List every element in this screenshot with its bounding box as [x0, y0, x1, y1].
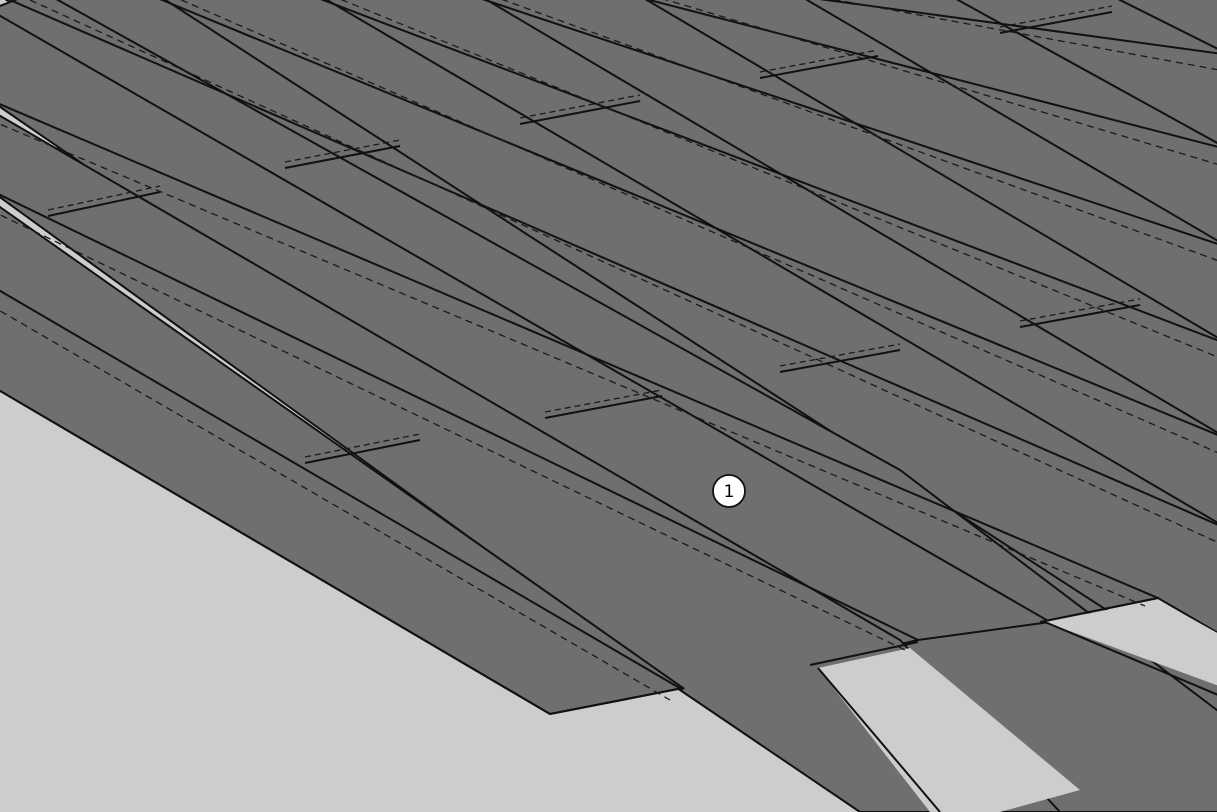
gap-edge: [817, 667, 941, 812]
exposed-gap: [818, 648, 1080, 812]
strip-joints: [47, 11, 1141, 464]
callout-label: 1: [724, 482, 735, 502]
adhesive-seams: [0, 0, 1217, 701]
exposed-surface-gaps: [817, 600, 1217, 812]
gap-edge: [1044, 621, 1217, 696]
roof-strip: [0, 114, 1062, 812]
callout-circle: [712, 474, 746, 508]
callout-1: 1: [712, 474, 746, 508]
exposed-gap: [1045, 600, 1217, 686]
strip-joint-seams: [47, 5, 1141, 458]
strip-edges: [0, 0, 1217, 715]
